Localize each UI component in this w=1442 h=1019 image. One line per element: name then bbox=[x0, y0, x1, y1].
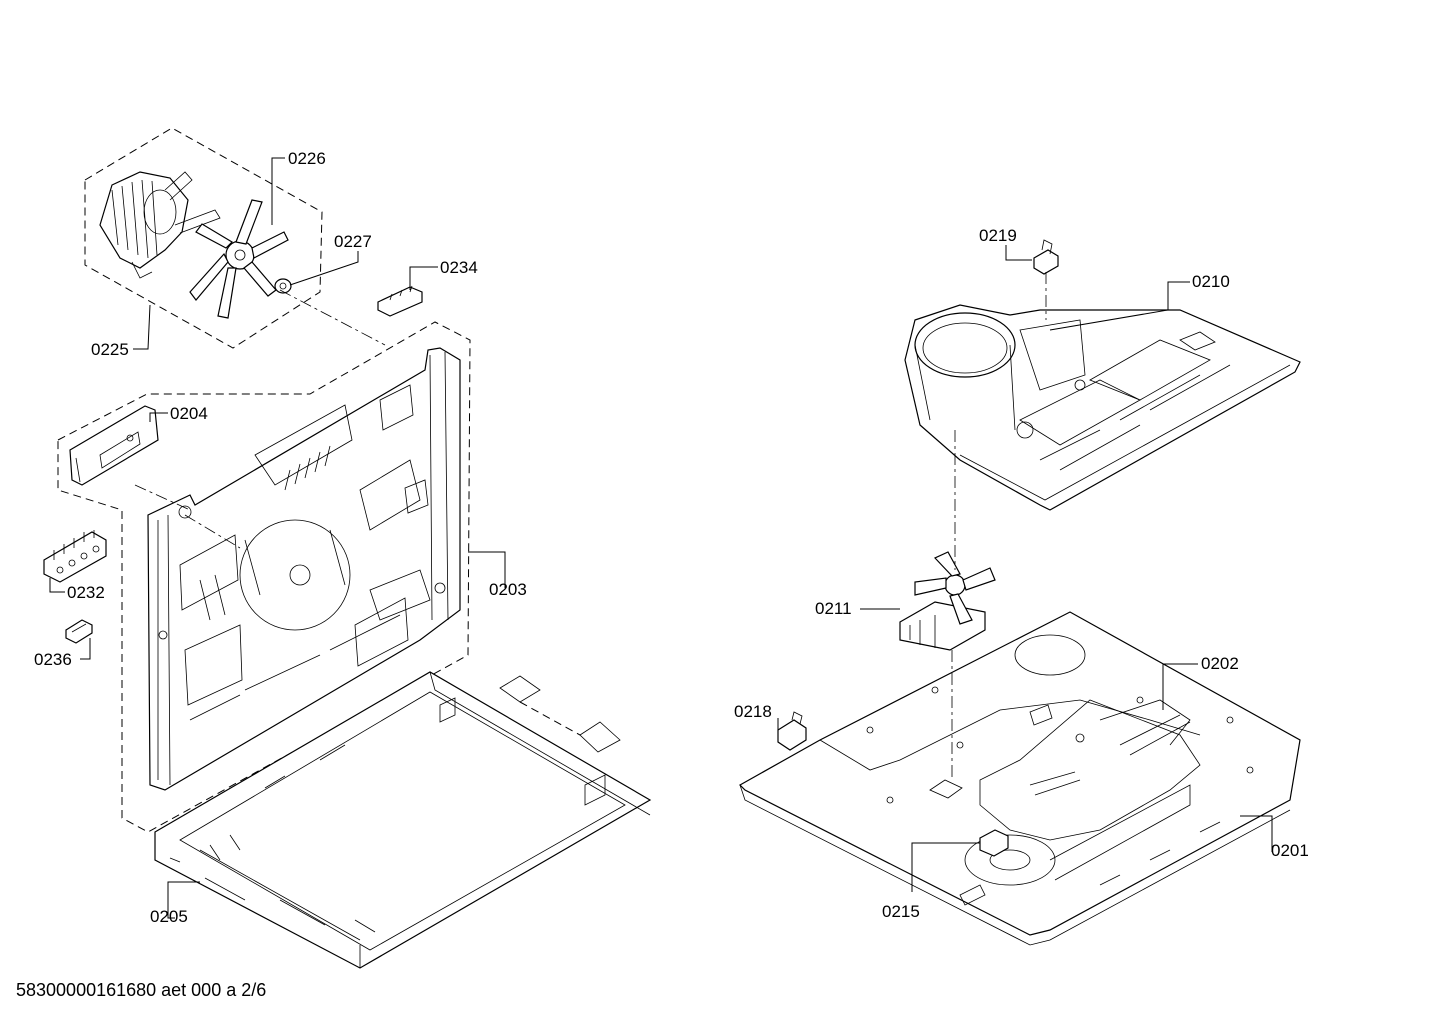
fan-nut-part bbox=[274, 278, 292, 294]
label-0225: 0225 bbox=[91, 340, 129, 359]
label-0234: 0234 bbox=[440, 258, 478, 277]
label-0218: 0218 bbox=[734, 702, 772, 721]
clip-0236-part bbox=[65, 619, 93, 644]
fan-motor-group-box bbox=[84, 127, 323, 349]
left-leader-lines bbox=[49, 157, 506, 919]
right-leader-lines bbox=[777, 245, 1273, 892]
label-0203: 0203 bbox=[489, 580, 527, 599]
cover-0204-part bbox=[69, 405, 159, 486]
fan-blade-part bbox=[189, 199, 289, 319]
part-0215 bbox=[979, 829, 1009, 857]
label-0211: 0211 bbox=[815, 599, 852, 618]
sensor-0219-part bbox=[1033, 239, 1059, 275]
label-0205: 0205 bbox=[150, 907, 188, 926]
cover-0202-part bbox=[1099, 699, 1191, 746]
label-0215: 0215 bbox=[882, 902, 920, 921]
label-0219: 0219 bbox=[979, 226, 1017, 245]
rear-panel-part bbox=[147, 347, 461, 791]
label-0201: 0201 bbox=[1271, 841, 1309, 860]
fan-motor-part bbox=[99, 171, 221, 279]
air-duct-cover-part bbox=[904, 304, 1301, 511]
label-0204: 0204 bbox=[170, 404, 208, 423]
right-assembly-axis-lines bbox=[951, 272, 1047, 780]
rear-panel-group-box bbox=[57, 321, 471, 833]
left-assembly-axis-lines bbox=[134, 289, 386, 549]
label-0236: 0236 bbox=[34, 650, 72, 669]
label-0227: 0227 bbox=[334, 232, 372, 251]
bottom-tray-part bbox=[154, 671, 652, 969]
convection-fan-motor-part bbox=[899, 551, 996, 651]
base-plate-part bbox=[739, 611, 1301, 946]
label-0210: 0210 bbox=[1192, 272, 1230, 291]
label-0226: 0226 bbox=[288, 149, 326, 168]
label-0232: 0232 bbox=[67, 583, 105, 602]
document-code: 58300000161680 aet 000 a 2/6 bbox=[16, 980, 267, 1000]
bracket-0218-part bbox=[777, 711, 807, 751]
terminal-block-part bbox=[43, 530, 107, 583]
connector-0234-part bbox=[377, 285, 423, 317]
label-0202: 0202 bbox=[1201, 654, 1239, 673]
